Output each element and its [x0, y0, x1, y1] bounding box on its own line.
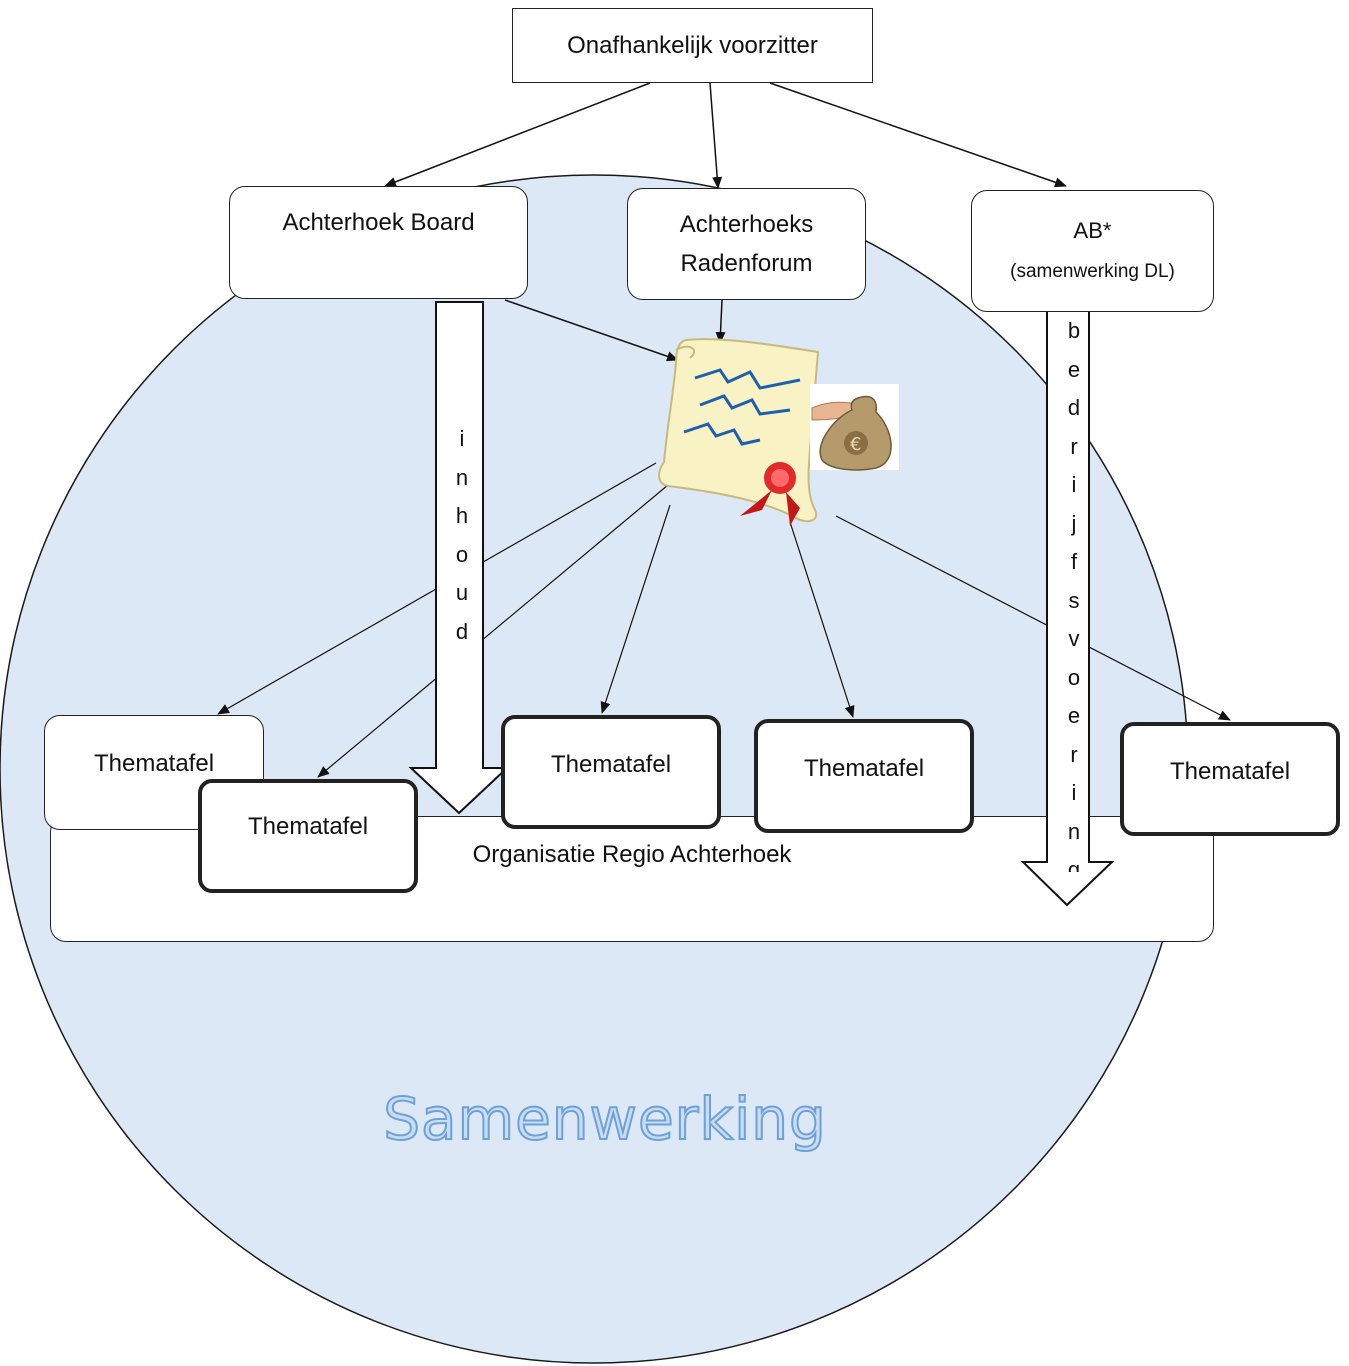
thematafel-label-2: Thematafel: [247, 813, 369, 840]
vertical-letter: r: [1070, 741, 1078, 767]
vertical-letter: d: [1067, 395, 1081, 420]
board-box: Achterhoek Board: [229, 186, 528, 299]
thematafel-label-1: Thematafel: [93, 750, 215, 777]
vertical-letter: b: [1067, 318, 1081, 343]
vertical-letter: i: [1071, 780, 1077, 805]
vertical-letter: d: [455, 618, 469, 644]
money-bag-icon: €: [810, 384, 899, 471]
thematafel-label-5: Thematafel: [1169, 758, 1291, 785]
thematafel-label-3: Thematafel: [550, 751, 672, 778]
vertical-letter: j: [1071, 510, 1077, 536]
contract-scroll-icon: [658, 338, 820, 526]
arrow-contract-to-thematafel-4: [789, 521, 855, 718]
vertical-letter: f: [1070, 549, 1078, 574]
thematafel-box-3: Thematafel: [501, 715, 721, 829]
vertical-letter: s: [1068, 587, 1080, 613]
vertical-letter: i: [1071, 472, 1077, 497]
vertical-letter: h: [455, 503, 469, 528]
samenwerking-title: Samenwerking: [382, 1084, 827, 1154]
vertical-letter: o: [455, 541, 469, 567]
svg-text:€: €: [850, 434, 861, 455]
ab-title: AB*: [1073, 218, 1112, 244]
arrow-chair-to-radenforum: [709, 82, 723, 189]
chair-box: Onafhankelijk voorzitter: [512, 8, 873, 83]
arrow-chair-to-ab: [769, 82, 1067, 188]
arrow-chair-to-board: [384, 82, 651, 187]
radenforum-label-line1: Achterhoeks: [679, 211, 814, 238]
vertical-letter: g: [1067, 857, 1081, 872]
arrow-board-to-contract: [504, 299, 679, 362]
vertical-letter: v: [1068, 626, 1080, 651]
vertical-letter: n: [1067, 818, 1081, 844]
radenforum-box: Achterhoeks Radenforum: [627, 188, 866, 300]
vertical-letter: e: [1067, 356, 1081, 382]
vertical-letter: u: [455, 580, 469, 605]
vertical-letter: o: [1067, 664, 1081, 690]
thematafel-box-2: Thematafel: [198, 779, 418, 893]
vertical-letter: n: [455, 464, 469, 490]
thematafel-label-4: Thematafel: [803, 755, 925, 782]
ab-box: AB* (samenwerking DL): [971, 190, 1214, 312]
ab-subtitle: (samenwerking DL): [1010, 260, 1175, 282]
organisatie-label: Organisatie Regio Achterhoek: [472, 841, 792, 868]
radenforum-label-line2: Radenforum: [680, 250, 813, 277]
board-label: Achterhoek Board: [282, 209, 475, 236]
arrow-radenforum-to-contract: [715, 299, 726, 344]
vertical-letter: r: [1070, 433, 1078, 459]
vertical-letter: i: [459, 426, 465, 451]
thematafel-box-4: Thematafel: [754, 719, 974, 833]
arrow-contract-to-thematafel-3: [600, 504, 671, 714]
vertical-letter: e: [1067, 703, 1081, 728]
chair-label: Onafhankelijk voorzitter: [567, 31, 818, 59]
thematafel-box-5: Thematafel: [1120, 722, 1340, 836]
